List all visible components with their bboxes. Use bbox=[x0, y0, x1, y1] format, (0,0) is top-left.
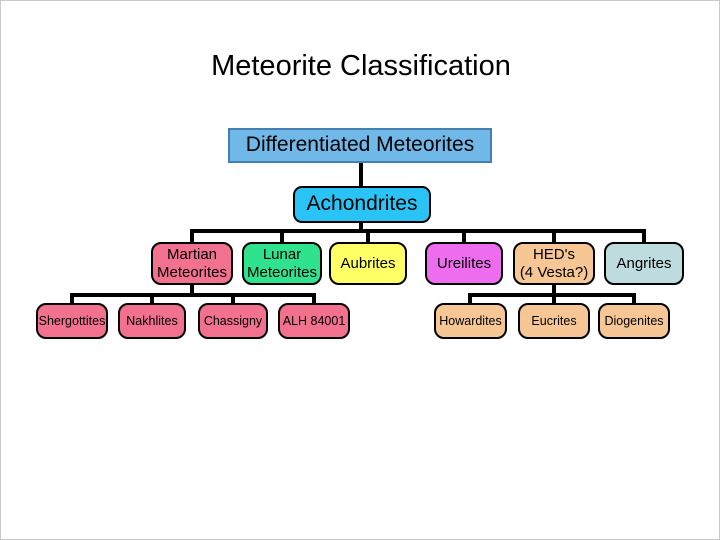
connector-stub-aubrites bbox=[366, 233, 370, 242]
node-hed: HED's (4 Vesta?) bbox=[513, 242, 595, 285]
node-differentiated-meteorites-label: Differentiated Meteorites bbox=[245, 133, 475, 157]
connector-stub-eucrites bbox=[552, 297, 556, 303]
node-nakhlites-label: Nakhlites bbox=[126, 313, 178, 328]
node-martian-line2: Meteorites bbox=[156, 263, 228, 281]
node-nakhlites: Nakhlites bbox=[118, 303, 186, 339]
connector-stub-hed bbox=[552, 233, 556, 242]
node-alh84001-label: ALH 84001 bbox=[282, 313, 346, 328]
connector-martian-down bbox=[190, 285, 194, 293]
connector-stub-nakhlites bbox=[150, 297, 154, 303]
node-chassigny: Chassigny bbox=[198, 303, 268, 339]
node-hed-line1: HED's bbox=[532, 246, 576, 264]
connector-hed-down bbox=[552, 285, 556, 293]
connector-stub-martian bbox=[190, 233, 194, 242]
node-aubrites-label: Aubrites bbox=[340, 254, 396, 272]
node-ureilites: Ureilites bbox=[425, 242, 503, 285]
node-howardites-label: Howardites bbox=[439, 313, 502, 328]
connector-stub-chassigny bbox=[231, 297, 235, 303]
connector-stub-angrites bbox=[642, 233, 646, 242]
node-angrites-label: Angrites bbox=[616, 254, 672, 272]
node-achondrites-label: Achondrites bbox=[306, 192, 418, 216]
node-eucrites: Eucrites bbox=[518, 303, 590, 339]
node-angrites: Angrites bbox=[604, 242, 684, 285]
connector-stub-lunar bbox=[280, 233, 284, 242]
node-lunar-meteorites: Lunar Meteorites bbox=[242, 242, 322, 285]
connector-root-achondrites bbox=[359, 162, 363, 187]
node-martian-meteorites: Martian Meteorites bbox=[151, 242, 233, 285]
node-chassigny-label: Chassigny bbox=[203, 313, 263, 328]
node-ureilites-label: Ureilites bbox=[436, 254, 492, 272]
connector-stub-diogenites bbox=[632, 297, 636, 303]
connector-stub-howardites bbox=[468, 297, 472, 303]
node-howardites: Howardites bbox=[434, 303, 507, 339]
node-shergottites-label: Shergottites bbox=[38, 313, 106, 328]
node-martian-line1: Martian bbox=[166, 246, 218, 264]
node-diogenites: Diogenites bbox=[598, 303, 670, 339]
node-lunar-line2: Meteorites bbox=[246, 263, 318, 281]
node-achondrites: Achondrites bbox=[293, 186, 431, 223]
connector-hed-bus bbox=[468, 293, 636, 297]
node-eucrites-label: Eucrites bbox=[531, 313, 577, 328]
node-differentiated-meteorites: Differentiated Meteorites bbox=[228, 128, 492, 163]
node-lunar-line1: Lunar bbox=[262, 246, 302, 264]
connector-level2-bus bbox=[190, 229, 646, 233]
connector-stub-shergottites bbox=[70, 297, 74, 303]
connector-stub-ureilites bbox=[462, 233, 466, 242]
connector-martian-bus bbox=[70, 293, 316, 297]
connector-stub-alh84001 bbox=[312, 297, 316, 303]
node-hed-line2: (4 Vesta?) bbox=[519, 263, 589, 281]
node-aubrites: Aubrites bbox=[329, 242, 407, 285]
node-diogenites-label: Diogenites bbox=[604, 313, 664, 328]
node-alh84001: ALH 84001 bbox=[278, 303, 350, 339]
slide-title: Meteorite Classification bbox=[211, 50, 511, 82]
connector-achondrites-stub bbox=[359, 223, 363, 229]
node-shergottites: Shergottites bbox=[36, 303, 108, 339]
